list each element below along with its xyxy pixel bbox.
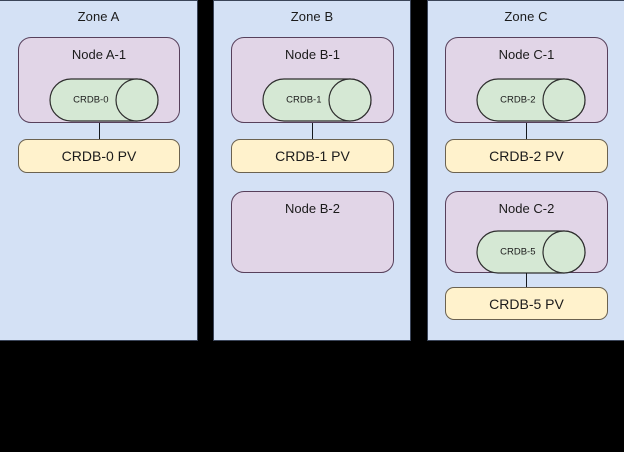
node-box-c-2[interactable]: Node C-2 CRDB-5	[445, 191, 608, 274]
pv-box-crdb-0[interactable]: CRDB-0 PV	[18, 139, 180, 173]
zone-label-a: Zone A	[77, 9, 120, 24]
node-box-a-1[interactable]: Node A-1 CRDB-0	[18, 37, 180, 123]
pv-label-crdb-2: CRDB-2 PV	[489, 148, 564, 164]
node-box-c-1[interactable]: Node C-1 CRDB-2	[445, 37, 608, 123]
node-box-b-2[interactable]: Node B-2	[231, 191, 394, 273]
connector-node-a-1-to-pv	[99, 123, 100, 139]
pv-label-crdb-1: CRDB-1 PV	[275, 148, 350, 164]
pv-label-crdb-5: CRDB-5 PV	[489, 295, 564, 312]
pv-box-crdb-2[interactable]: CRDB-2 PV	[445, 139, 608, 173]
connector-node-c-2-to-pv	[526, 273, 527, 287]
node-label-c-2: Node C-2	[498, 201, 555, 216]
database-cylinder-icon-crdb-2[interactable]: CRDB-2	[476, 78, 586, 122]
node-label-c-1: Node C-1	[498, 47, 555, 62]
node-label-b-2: Node B-2	[285, 201, 340, 216]
zone-container-a: Zone A Node A-1 CRDB-0 CRDB-0 PV	[0, 0, 198, 341]
database-cylinder-icon-crdb-0[interactable]: CRDB-0	[49, 78, 159, 122]
zone-container-b: Zone B Node B-1 CRDB-1 CRDB-1 PV Node B-…	[213, 0, 411, 341]
pv-label-crdb-0: CRDB-0 PV	[61, 148, 137, 164]
zone-label-b: Zone B	[290, 9, 334, 24]
connector-node-b-1-to-pv	[312, 123, 313, 139]
pv-box-crdb-5[interactable]: CRDB-5 PV	[445, 287, 608, 320]
database-cylinder-icon-crdb-5[interactable]: CRDB-5	[476, 230, 586, 274]
node-label-b-1: Node B-1	[285, 47, 340, 62]
zone-container-c: Zone C Node C-1 CRDB-2 CRDB-2 PV Node C-…	[427, 0, 624, 341]
database-cylinder-icon-crdb-1[interactable]: CRDB-1	[262, 78, 372, 122]
zone-label-c: Zone C	[504, 9, 548, 24]
node-box-b-1[interactable]: Node B-1 CRDB-1	[231, 37, 394, 123]
node-label-a-1: Node A-1	[71, 47, 127, 62]
connector-node-c-1-to-pv	[526, 123, 527, 139]
pv-box-crdb-1[interactable]: CRDB-1 PV	[231, 139, 394, 173]
